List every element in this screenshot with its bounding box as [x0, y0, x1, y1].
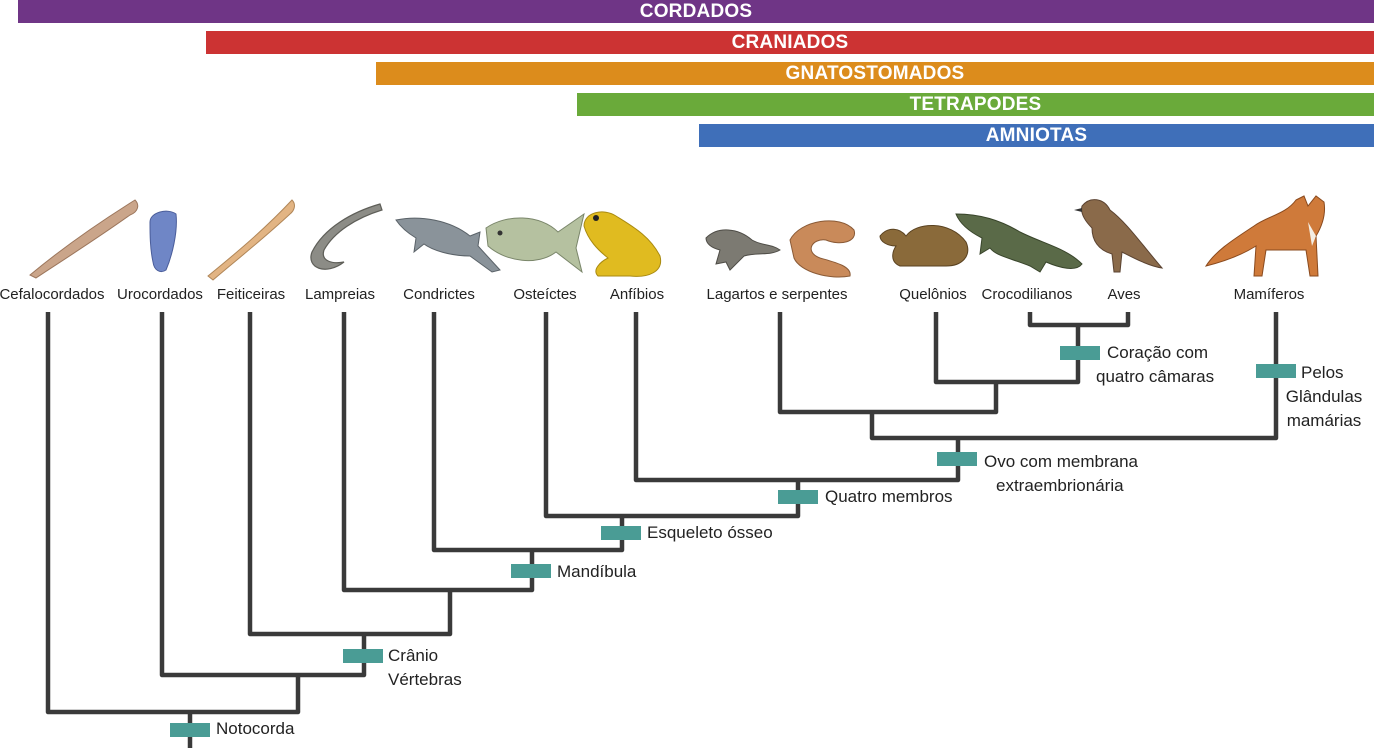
- hagfish-icon: [207, 199, 295, 281]
- trait-label-pelos-line-3: mamárias: [1286, 411, 1362, 430]
- trait-label-pelos: Pelos Glândulas mamárias: [1285, 361, 1363, 433]
- group-label-gnatostomados: GNATOSTOMADOS: [785, 63, 965, 84]
- taxon-label-quelonios: Quelônios: [899, 286, 967, 303]
- taxon-label-aves: Aves: [1107, 286, 1141, 303]
- taxon-label-feiticeiras: Feiticeiras: [216, 286, 286, 303]
- taxon-label-condrictes: Condrictes: [403, 286, 475, 303]
- taxon-label-cefalocordados: Cefalocordados: [0, 286, 105, 303]
- branch-birds-crocs: [1027, 312, 1131, 328]
- taxon-label-lagartos-serpentes: Lagartos e serpentes: [706, 286, 848, 303]
- branch-tetrapods: [633, 312, 961, 483]
- trait-label-mandibula-line-1: Mandíbula: [557, 562, 637, 581]
- bird-icon: [1074, 199, 1164, 273]
- trait-label-ovo-line-1: Ovo com membrana: [984, 452, 1138, 471]
- taxon-label-crocodilianos: Crocodilianos: [981, 286, 1073, 303]
- trait-label-cranio: Crânio Vértebras: [388, 644, 462, 692]
- trait-label-coracao-line-2: quatro câmaras: [1096, 367, 1215, 386]
- shark-icon: [395, 217, 501, 273]
- taxon-label-mamiferos: Mamíferos: [1233, 286, 1305, 303]
- trait-label-esqueleto: Esqueleto ósseo: [647, 521, 773, 545]
- tunicate-icon: [149, 210, 177, 273]
- bony-fish-icon: [485, 212, 585, 274]
- branch-osteichthyes: [543, 312, 801, 519]
- trait-label-esqueleto-line-1: Esqueleto ósseo: [647, 523, 773, 542]
- group-label-cordados: CORDADOS: [639, 1, 753, 22]
- trait-marker-mandibula: [511, 564, 551, 578]
- trait-label-coracao: Coração com quatro câmaras: [1096, 341, 1214, 389]
- branch-urochordates: [159, 312, 367, 678]
- trait-marker-notocorda: [170, 723, 210, 737]
- trait-marker-coracao: [1060, 346, 1100, 360]
- lancelet-icon: [29, 199, 139, 279]
- trait-marker-pelos: [1256, 364, 1296, 378]
- trait-label-ovo: Ovo com membrana extraembrionária: [984, 450, 1138, 498]
- group-label-craniados: CRANIADOS: [731, 32, 849, 53]
- trait-label-ovo-line-2: extraembrionária: [996, 476, 1124, 495]
- group-bar-cordados: CORDADOS: [18, 0, 1374, 23]
- trait-marker-esqueleto: [601, 526, 641, 540]
- trait-label-cranio-line-2: Vértebras: [388, 670, 462, 689]
- trait-label-membros-line-1: Quatro membros: [825, 487, 953, 506]
- group-bar-gnatostomados: GNATOSTOMADOS: [376, 62, 1374, 85]
- trait-label-coracao-line-1: Coração com: [1107, 343, 1209, 362]
- trait-marker-cranio: [343, 649, 383, 663]
- trait-label-pelos-line-1: Pelos: [1301, 363, 1344, 382]
- branch-hagfish: [247, 312, 453, 637]
- turtle-icon: [879, 224, 969, 267]
- trait-marker-membros: [778, 490, 818, 504]
- group-bar-amniotas: AMNIOTAS: [699, 124, 1374, 147]
- crocodile-icon: [955, 213, 1083, 273]
- trait-label-pelos-line-2: Glândulas: [1285, 387, 1363, 406]
- lamprey-icon: [310, 203, 383, 270]
- branch-archosaurs-turtles: [933, 312, 1081, 385]
- taxon-label-osteictes: Osteíctes: [513, 286, 577, 303]
- taxon-label-urocordados: Urocordados: [117, 286, 203, 303]
- trait-label-membros: Quatro membros: [825, 485, 953, 509]
- branch-amniotes: [869, 312, 1279, 441]
- trait-label-notocorda: Notocorda: [216, 717, 294, 741]
- fox-icon: [1204, 195, 1325, 277]
- animal-illustrations: [29, 195, 1325, 281]
- group-bar-craniados: CRANIADOS: [206, 31, 1374, 54]
- frog-icon: [583, 211, 662, 277]
- taxon-label-anfibios: Anfíbios: [609, 286, 665, 303]
- group-bar-tetrapodes: TETRAPODES: [577, 93, 1374, 116]
- trait-label-notocorda-line-1: Notocorda: [216, 719, 295, 738]
- group-label-tetrapodes: TETRAPODES: [909, 94, 1042, 115]
- lizard-snake-icon: [705, 220, 856, 278]
- branch-cephalochordates: [45, 312, 301, 715]
- trait-label-cranio-line-1: Crânio: [388, 646, 439, 665]
- trait-marker-ovo: [937, 452, 977, 466]
- trait-label-mandibula: Mandíbula: [557, 560, 636, 584]
- taxon-label-lampreias: Lampreias: [304, 286, 376, 303]
- group-label-amniotas: AMNIOTAS: [985, 125, 1088, 146]
- branch-reptiles: [777, 312, 999, 415]
